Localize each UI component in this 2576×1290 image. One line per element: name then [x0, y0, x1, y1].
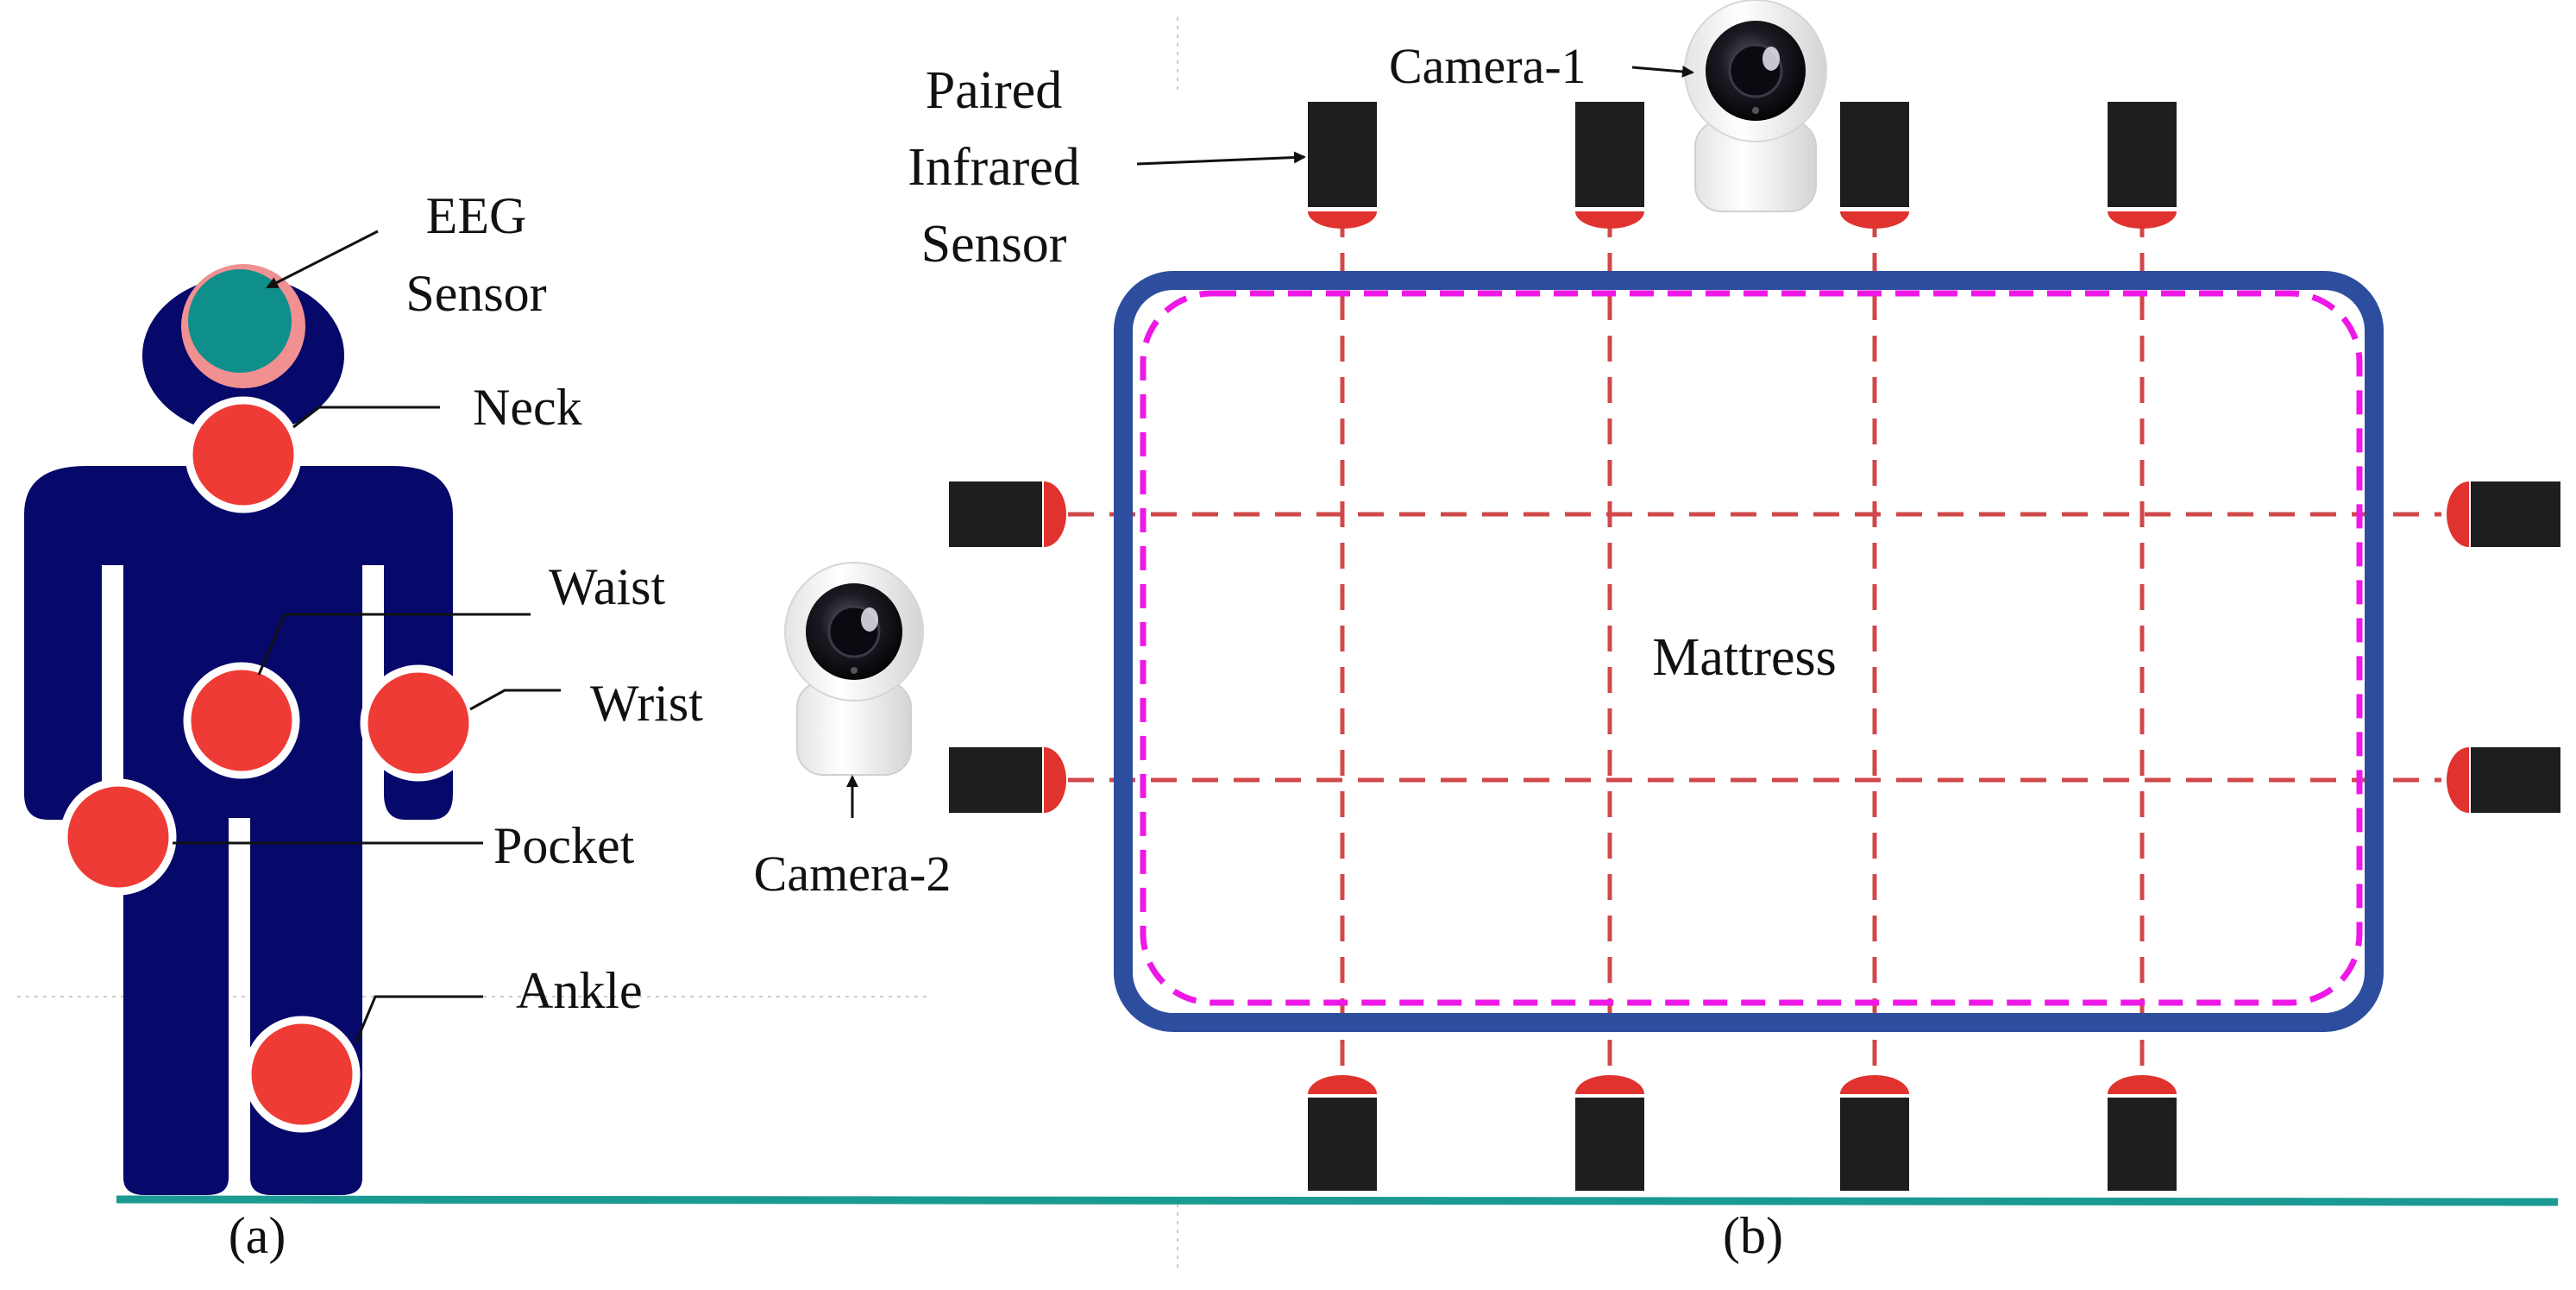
floor-line — [116, 1195, 2559, 1206]
sensor-ankle — [243, 1016, 361, 1133]
label-ankle: Ankle — [516, 962, 643, 1019]
ir-sensors-right — [2447, 481, 2560, 813]
human-torso — [24, 466, 453, 1195]
panel-b: Mattress — [754, 0, 2560, 1264]
sensor-neck — [185, 396, 302, 513]
ir-sensor-left-1 — [949, 481, 1066, 547]
label-camera-1: Camera-1 — [1389, 38, 1586, 94]
sensor-wrist — [360, 664, 477, 782]
ir-sensor-top-1 — [1308, 102, 1377, 229]
arm-gap-left — [102, 565, 123, 820]
label-eeg-sensor-line1: EEG — [426, 187, 527, 244]
ir-sensor-top-3 — [1840, 102, 1909, 229]
label-mattress: Mattress — [1652, 628, 1837, 687]
label-pocket: Pocket — [493, 817, 635, 874]
camera-2 — [784, 562, 924, 776]
caption-a: (a) — [229, 1207, 286, 1264]
label-camera-2: Camera-2 — [754, 846, 952, 902]
sensor-waist — [183, 662, 300, 779]
ir-sensor-top-4 — [2108, 102, 2177, 229]
ir-sensor-bottom-1 — [1308, 1075, 1377, 1191]
leader-lines — [173, 230, 561, 1045]
label-waist: Waist — [549, 558, 665, 615]
caption-b: (b) — [1723, 1207, 1783, 1264]
label-eeg-sensor-line2: Sensor — [405, 265, 546, 322]
ir-sensors-bottom — [1308, 1075, 2177, 1191]
ir-sensor-bottom-3 — [1840, 1075, 1909, 1191]
mattress-inner-outline — [1140, 290, 2363, 1006]
ir-sensor-bottom-2 — [1575, 1075, 1644, 1191]
label-paired-line1: Paired — [926, 61, 1062, 120]
camera-1-arrow — [1631, 66, 1694, 78]
sensor-pocket — [60, 778, 177, 896]
ir-sensor-top-2 — [1575, 102, 1644, 229]
paired-sensor-arrow — [1136, 151, 1306, 166]
ir-sensors-top — [1308, 102, 2177, 229]
ir-sensor-right-1 — [2447, 481, 2560, 547]
label-wrist: Wrist — [590, 675, 703, 732]
mattress-border — [1114, 271, 2384, 1032]
label-neck: Neck — [473, 379, 582, 436]
panel-a: EEG Sensor Neck Waist Wrist Pocket Ankle… — [24, 187, 703, 1264]
ir-sensor-left-2 — [949, 747, 1066, 813]
eeg-sensor — [188, 269, 292, 373]
ir-sensors-left — [949, 481, 1066, 813]
label-paired-line2: Infrared — [908, 138, 1080, 197]
infrared-beams — [1068, 211, 2441, 1074]
ir-sensor-right-2 — [2447, 747, 2560, 813]
ir-sensor-bottom-4 — [2108, 1075, 2177, 1191]
body-sensors — [60, 396, 477, 1133]
camera-1 — [1684, 0, 1827, 212]
label-paired-line3: Sensor — [921, 215, 1067, 274]
